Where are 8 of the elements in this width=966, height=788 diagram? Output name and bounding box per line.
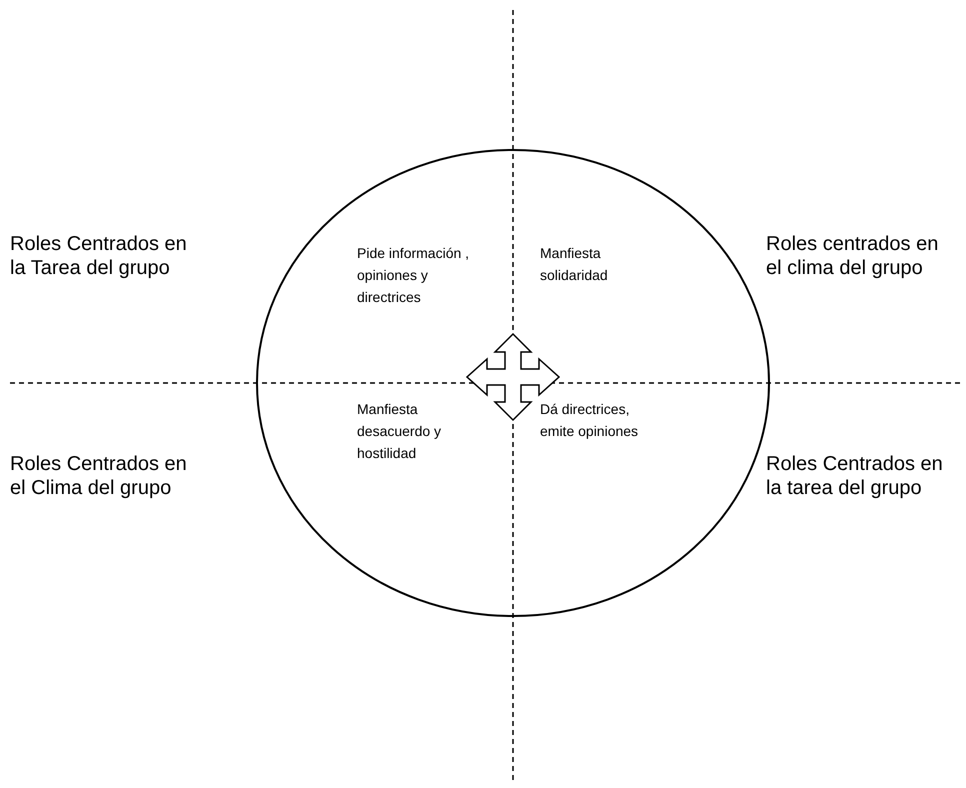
quadrant-label: Roles Centrados en la tarea del grupo <box>766 452 944 500</box>
quadrant-label: Roles centrados en el clima del grupo <box>766 232 940 280</box>
quadrant-label: Roles Centrados en el Clima del grupo <box>10 452 188 500</box>
quadrant-text: Pide información , opiniones y directrices <box>357 244 470 307</box>
quadrant-text: Manfiesta desacuerdo y hostilidad <box>357 400 442 463</box>
quadrant-text: Dá directrices, emite opiniones <box>540 400 640 441</box>
quadrant-label: Roles Centrados en la Tarea del grupo <box>10 232 188 280</box>
quadrant-text: Manfiesta solidaridad <box>540 244 609 285</box>
